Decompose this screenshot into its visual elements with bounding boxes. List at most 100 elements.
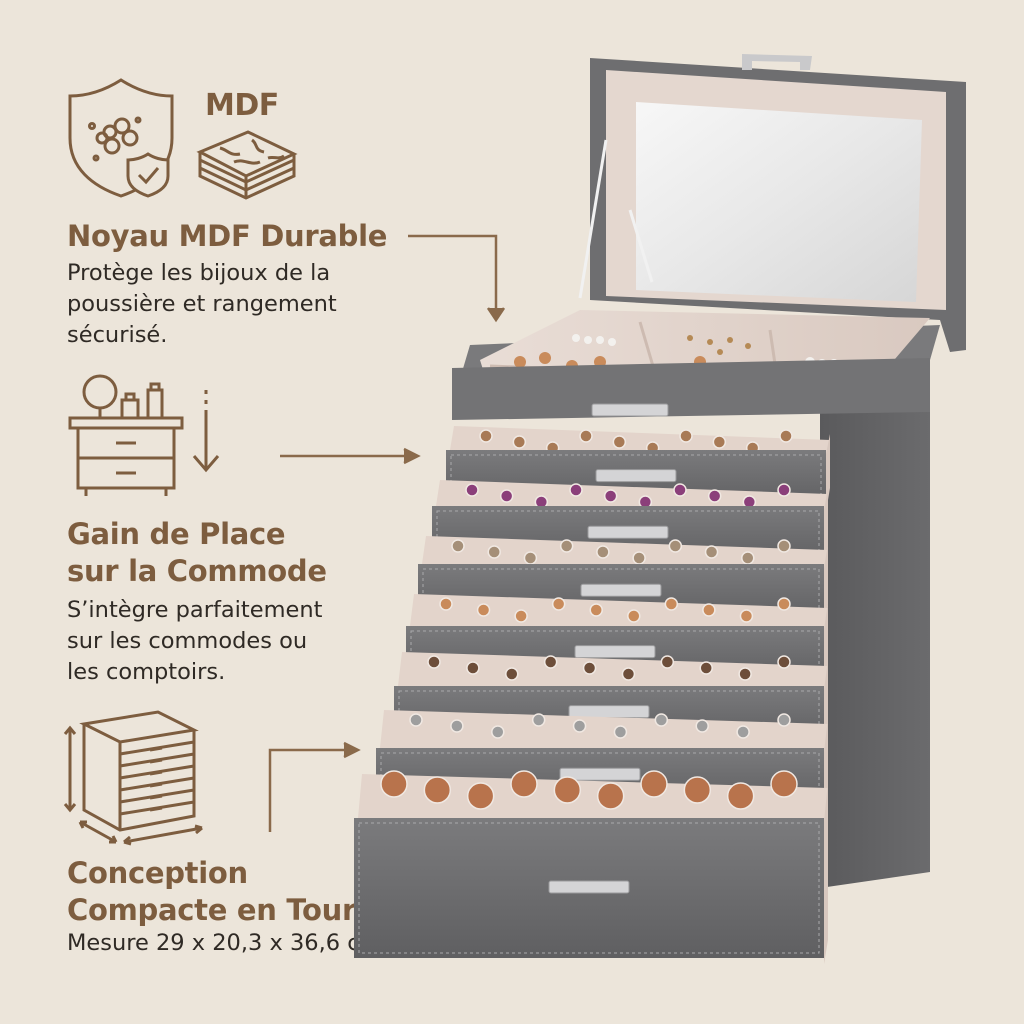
feature-desc-compact: Mesure 29 x 20,3 x 36,6 cm. xyxy=(67,930,389,956)
drawer-handle[interactable] xyxy=(580,583,662,597)
feature-desc-space: S’intègre parfaitement sur les commodes … xyxy=(67,595,322,688)
desc-line: S’intègre parfaitement xyxy=(67,597,323,623)
drawer-handle[interactable] xyxy=(548,880,630,894)
mirror xyxy=(636,102,922,302)
jewelry-item xyxy=(572,719,587,733)
drawer-side xyxy=(824,782,828,964)
dresser-icon xyxy=(64,370,230,502)
drawer-handle[interactable] xyxy=(559,767,641,781)
jewelry-item xyxy=(596,545,610,559)
title-line: Compacte en Tour xyxy=(67,893,356,927)
top-drawer-front[interactable] xyxy=(452,358,930,420)
jewelry-item xyxy=(553,776,582,804)
drawer-side xyxy=(824,544,828,628)
jewelry-item xyxy=(673,483,687,497)
drawer-handle[interactable] xyxy=(591,403,669,417)
jewelry-item xyxy=(739,609,754,623)
jewelry-item xyxy=(466,782,495,810)
drawer-lining xyxy=(410,594,828,636)
jewelry-item xyxy=(423,776,452,804)
feature-title-compact: Conception Compacte en Tour xyxy=(67,855,356,929)
drawer[interactable] xyxy=(354,770,828,964)
jewelry-item xyxy=(699,661,713,675)
drawer-side xyxy=(824,488,828,570)
jewelry-item xyxy=(451,539,465,553)
jewelry-item xyxy=(777,483,791,497)
organizer-dimensions-icon xyxy=(62,710,212,848)
jewelry-item xyxy=(596,782,625,810)
jewelry-item xyxy=(777,655,791,669)
desc-line: les comptoirs. xyxy=(67,659,226,685)
mdf-label: MDF xyxy=(205,88,279,123)
jewelry-item xyxy=(514,609,528,623)
title-line: Gain de Place xyxy=(67,517,286,551)
feature-desc-mdf: Protège les bijoux de la poussière et ra… xyxy=(67,258,337,351)
jewelry-item xyxy=(569,483,583,497)
feature-title-space: Gain de Place sur la Commode xyxy=(67,516,327,590)
jewelry-item xyxy=(613,725,628,739)
mdf-board-icon xyxy=(194,126,298,202)
jewelry-item xyxy=(627,609,641,623)
jewelry-item xyxy=(777,539,791,553)
jewelry-item xyxy=(664,597,679,611)
jewelry-item xyxy=(777,597,791,611)
jewelry-item xyxy=(505,667,519,681)
desc-line: Protège les bijoux de la xyxy=(67,260,331,286)
jewelry-item xyxy=(660,655,675,669)
jewelry-item xyxy=(640,770,668,798)
shield-dust-icon xyxy=(62,76,180,200)
jewelry-item xyxy=(439,597,453,611)
jewelry-item xyxy=(621,667,636,681)
drawer-side xyxy=(826,434,830,512)
cabinet-side xyxy=(820,350,930,888)
drawer-handle[interactable] xyxy=(587,525,669,539)
feature-title-mdf: Noyau MDF Durable xyxy=(67,219,388,253)
drawer-lining xyxy=(380,710,828,758)
jewelry-item xyxy=(612,435,627,449)
jewelry-item xyxy=(632,551,646,565)
lid xyxy=(578,54,966,352)
jewelry-item xyxy=(736,725,750,739)
jewelry-item xyxy=(427,655,441,669)
jewelry-item xyxy=(712,435,727,449)
drawer-handle[interactable] xyxy=(574,645,656,659)
jewelry-item xyxy=(450,719,464,733)
jewelry-item xyxy=(702,603,716,617)
jewelry-item xyxy=(466,661,480,675)
jewelry-item xyxy=(531,713,546,727)
jewelry-item xyxy=(679,429,693,443)
jewelry-item xyxy=(741,551,755,565)
desc-line: sécurisé. xyxy=(67,322,168,348)
jewelry-item xyxy=(510,770,538,798)
desc-line: poussière et rangement xyxy=(67,291,337,317)
jewelry-item xyxy=(668,539,683,553)
jewelry-item xyxy=(683,776,712,804)
jewelry-item xyxy=(603,489,618,503)
stitching xyxy=(358,822,820,954)
jewelry-item xyxy=(380,770,408,798)
drawer-handle[interactable] xyxy=(595,469,677,483)
jewelry-item xyxy=(777,713,791,727)
jewelry-item xyxy=(551,597,566,611)
jewelry-item xyxy=(543,655,558,669)
jewelry-item xyxy=(479,429,493,443)
jewelry-item xyxy=(579,429,593,443)
jewelry-item xyxy=(738,667,752,681)
jewelry-item xyxy=(704,545,719,559)
jewelry-item xyxy=(409,713,423,727)
jewelry-item xyxy=(499,489,514,503)
jewelry-item xyxy=(487,545,501,559)
title-line: Conception xyxy=(67,856,248,890)
drawer-lining xyxy=(398,652,828,696)
jewelry-item xyxy=(582,661,597,675)
drawer-handle[interactable] xyxy=(568,705,650,719)
jewelry-item xyxy=(523,551,538,565)
jewelry-item xyxy=(695,719,709,733)
title-line: sur la Commode xyxy=(67,554,327,588)
jewelry-item xyxy=(654,713,669,727)
jewelry-item xyxy=(559,539,574,553)
drawer-stack xyxy=(354,358,930,964)
jewelry-item xyxy=(512,435,527,449)
jewelry-item xyxy=(465,483,479,497)
